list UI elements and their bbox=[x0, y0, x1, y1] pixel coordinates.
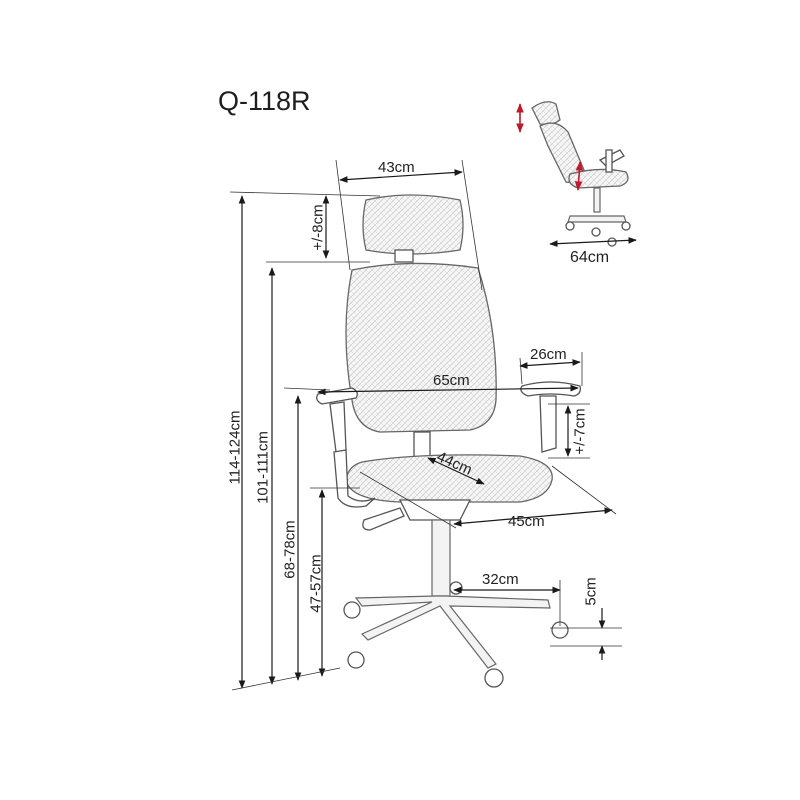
armrest-right-post bbox=[539, 395, 557, 453]
armrest-left-support bbox=[333, 449, 376, 508]
caster bbox=[449, 581, 463, 595]
headrest-post bbox=[394, 249, 414, 263]
caster bbox=[343, 601, 361, 619]
chair-illustration bbox=[316, 194, 582, 688]
label-height-armrest: 68-78cm bbox=[281, 520, 299, 579]
armrest-left-pad bbox=[316, 387, 358, 405]
tilt-mechanism bbox=[398, 499, 472, 521]
gas-lift bbox=[431, 519, 451, 597]
label-seat-width: 45cm bbox=[508, 513, 545, 530]
label-reclined-depth: 64cm bbox=[570, 249, 610, 266]
label-caster-height: 5cm bbox=[582, 577, 600, 606]
model-title: Q-118R bbox=[218, 86, 311, 116]
label-armrest-depth: 26cm bbox=[530, 346, 567, 363]
backrest bbox=[345, 262, 497, 433]
label-height-backrest-top: 101-111cm bbox=[254, 431, 272, 504]
caster bbox=[484, 668, 504, 688]
dimension-lines bbox=[229, 159, 622, 691]
label-headrest-width: 43cm bbox=[378, 159, 415, 176]
headrest bbox=[362, 194, 464, 255]
label-overall-width: 65cm bbox=[433, 372, 470, 389]
back-connector bbox=[413, 431, 431, 459]
label-armrest-adjust: +/-7cm bbox=[571, 408, 589, 455]
caster bbox=[347, 651, 365, 669]
label-headrest-adjust: +/-8cm bbox=[309, 204, 327, 251]
label-base-radius: 32cm bbox=[482, 571, 519, 588]
label-height-total: 114-124cm bbox=[226, 410, 244, 485]
tilt-lever bbox=[362, 507, 405, 531]
label-height-seat: 47-57cm bbox=[307, 554, 325, 613]
reclined-chair-illustration bbox=[516, 101, 637, 248]
star-base bbox=[354, 595, 551, 669]
armrest-left-post bbox=[329, 401, 347, 453]
